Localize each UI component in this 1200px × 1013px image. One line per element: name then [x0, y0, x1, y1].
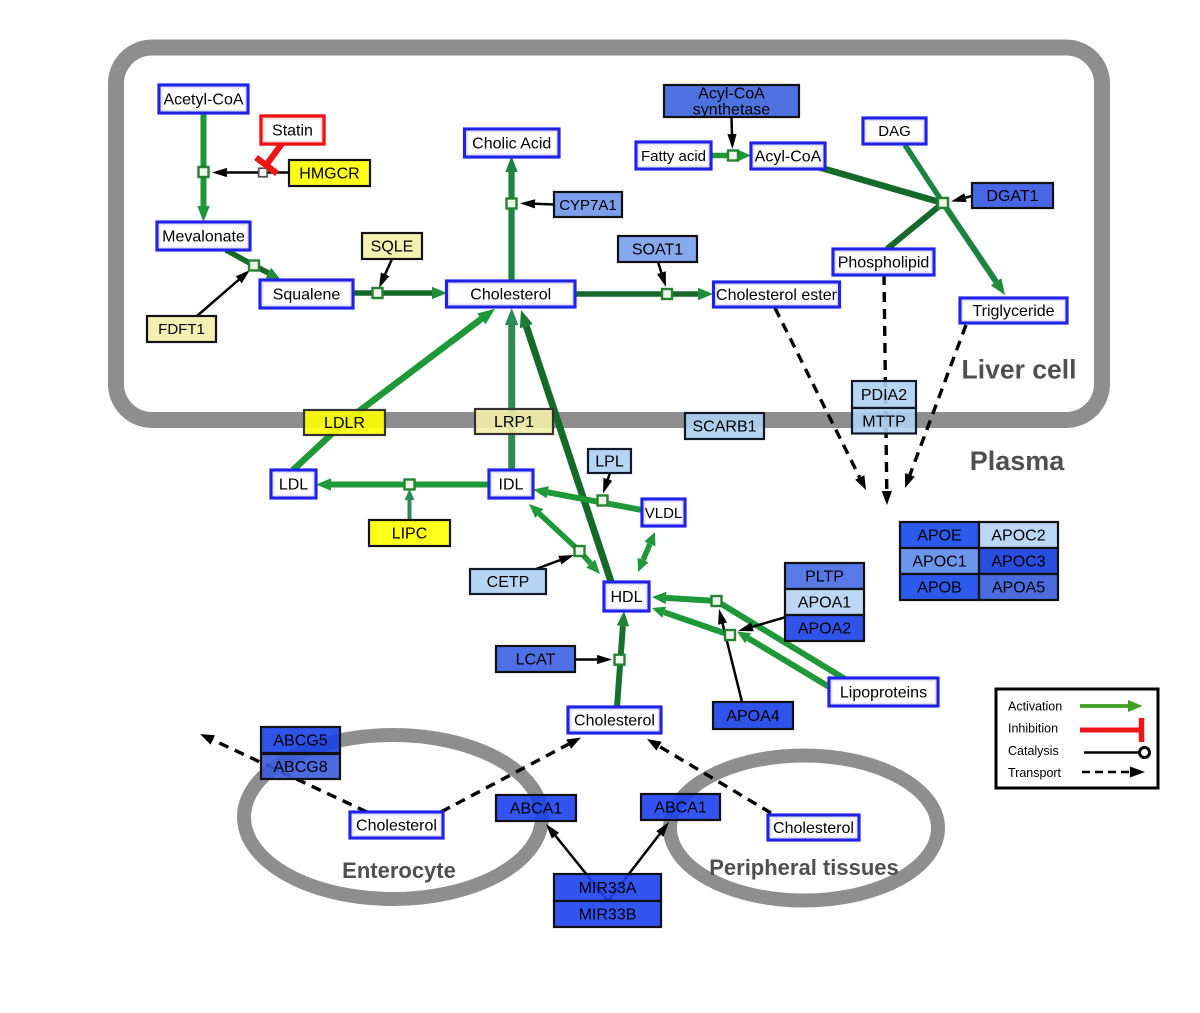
svg-text:APOA1: APOA1: [798, 595, 851, 612]
svg-text:LRP1: LRP1: [494, 414, 534, 431]
svg-text:Acetyl-CoA: Acetyl-CoA: [163, 92, 243, 109]
svg-text:synthetase: synthetase: [693, 102, 770, 119]
svg-text:FDFT1: FDFT1: [158, 321, 205, 338]
svg-text:SQLE: SQLE: [371, 239, 414, 256]
svg-text:APOC2: APOC2: [991, 528, 1045, 545]
svg-text:APOC1: APOC1: [912, 554, 966, 571]
svg-text:Cholesterol: Cholesterol: [470, 287, 551, 304]
svg-text:Catalysis: Catalysis: [1008, 744, 1059, 758]
svg-text:MTTP: MTTP: [862, 413, 906, 430]
svg-text:APOB: APOB: [917, 580, 961, 597]
svg-text:Cholesterol: Cholesterol: [574, 713, 655, 730]
svg-text:LDLR: LDLR: [324, 415, 365, 432]
svg-text:PLTP: PLTP: [805, 569, 844, 586]
svg-text:APOE: APOE: [917, 528, 961, 545]
svg-text:APOA4: APOA4: [726, 708, 779, 725]
svg-text:Transport: Transport: [1008, 766, 1062, 780]
svg-text:CYP7A1: CYP7A1: [559, 197, 617, 214]
svg-text:Liver cell: Liver cell: [962, 355, 1077, 385]
svg-text:APOC3: APOC3: [991, 554, 1045, 571]
svg-text:Enterocyte: Enterocyte: [342, 858, 456, 883]
svg-text:DAG: DAG: [878, 123, 911, 140]
svg-text:Cholic Acid: Cholic Acid: [472, 136, 551, 153]
svg-text:LIPC: LIPC: [392, 526, 428, 543]
svg-text:HDL: HDL: [610, 589, 642, 606]
svg-text:IDL: IDL: [499, 477, 524, 494]
svg-text:MIR33A: MIR33A: [579, 880, 637, 897]
svg-text:MIR33B: MIR33B: [579, 907, 637, 924]
svg-text:ABCA1: ABCA1: [510, 801, 563, 818]
svg-text:DGAT1: DGAT1: [986, 188, 1038, 205]
svg-text:Mevalonate: Mevalonate: [162, 229, 245, 246]
svg-text:VLDL: VLDL: [645, 505, 683, 522]
svg-text:Fatty acid: Fatty acid: [641, 148, 706, 165]
svg-text:LPL: LPL: [595, 454, 624, 471]
svg-text:HMGCR: HMGCR: [299, 166, 359, 183]
svg-text:Peripheral tissues: Peripheral tissues: [709, 855, 899, 880]
svg-text:Inhibition: Inhibition: [1008, 721, 1058, 735]
svg-text:SCARB1: SCARB1: [692, 419, 756, 436]
svg-text:ABCA1: ABCA1: [654, 800, 707, 817]
svg-text:SOAT1: SOAT1: [632, 242, 683, 259]
svg-text:Acyl-CoA: Acyl-CoA: [755, 149, 822, 166]
svg-text:APOA5: APOA5: [992, 580, 1045, 597]
svg-text:Lipoproteins: Lipoproteins: [840, 685, 927, 702]
svg-text:Phospholipid: Phospholipid: [838, 255, 930, 272]
svg-text:CETP: CETP: [487, 574, 530, 591]
svg-text:Activation: Activation: [1008, 699, 1062, 713]
svg-text:APOA2: APOA2: [798, 621, 851, 638]
svg-text:PDIA2: PDIA2: [861, 387, 907, 404]
svg-text:Squalene: Squalene: [273, 287, 341, 304]
svg-text:Cholesterol ester: Cholesterol ester: [716, 287, 838, 304]
svg-text:Acyl-CoA: Acyl-CoA: [698, 86, 765, 103]
svg-text:Plasma: Plasma: [970, 446, 1066, 476]
svg-text:Cholesterol: Cholesterol: [773, 820, 854, 837]
svg-text:ABCG5: ABCG5: [273, 733, 327, 750]
svg-text:Triglyceride: Triglyceride: [972, 303, 1054, 320]
svg-text:LDL: LDL: [279, 477, 308, 494]
svg-text:LCAT: LCAT: [516, 652, 556, 669]
svg-text:ABCG8: ABCG8: [273, 759, 327, 776]
svg-text:Cholesterol: Cholesterol: [356, 818, 437, 835]
svg-text:Statin: Statin: [272, 123, 313, 140]
